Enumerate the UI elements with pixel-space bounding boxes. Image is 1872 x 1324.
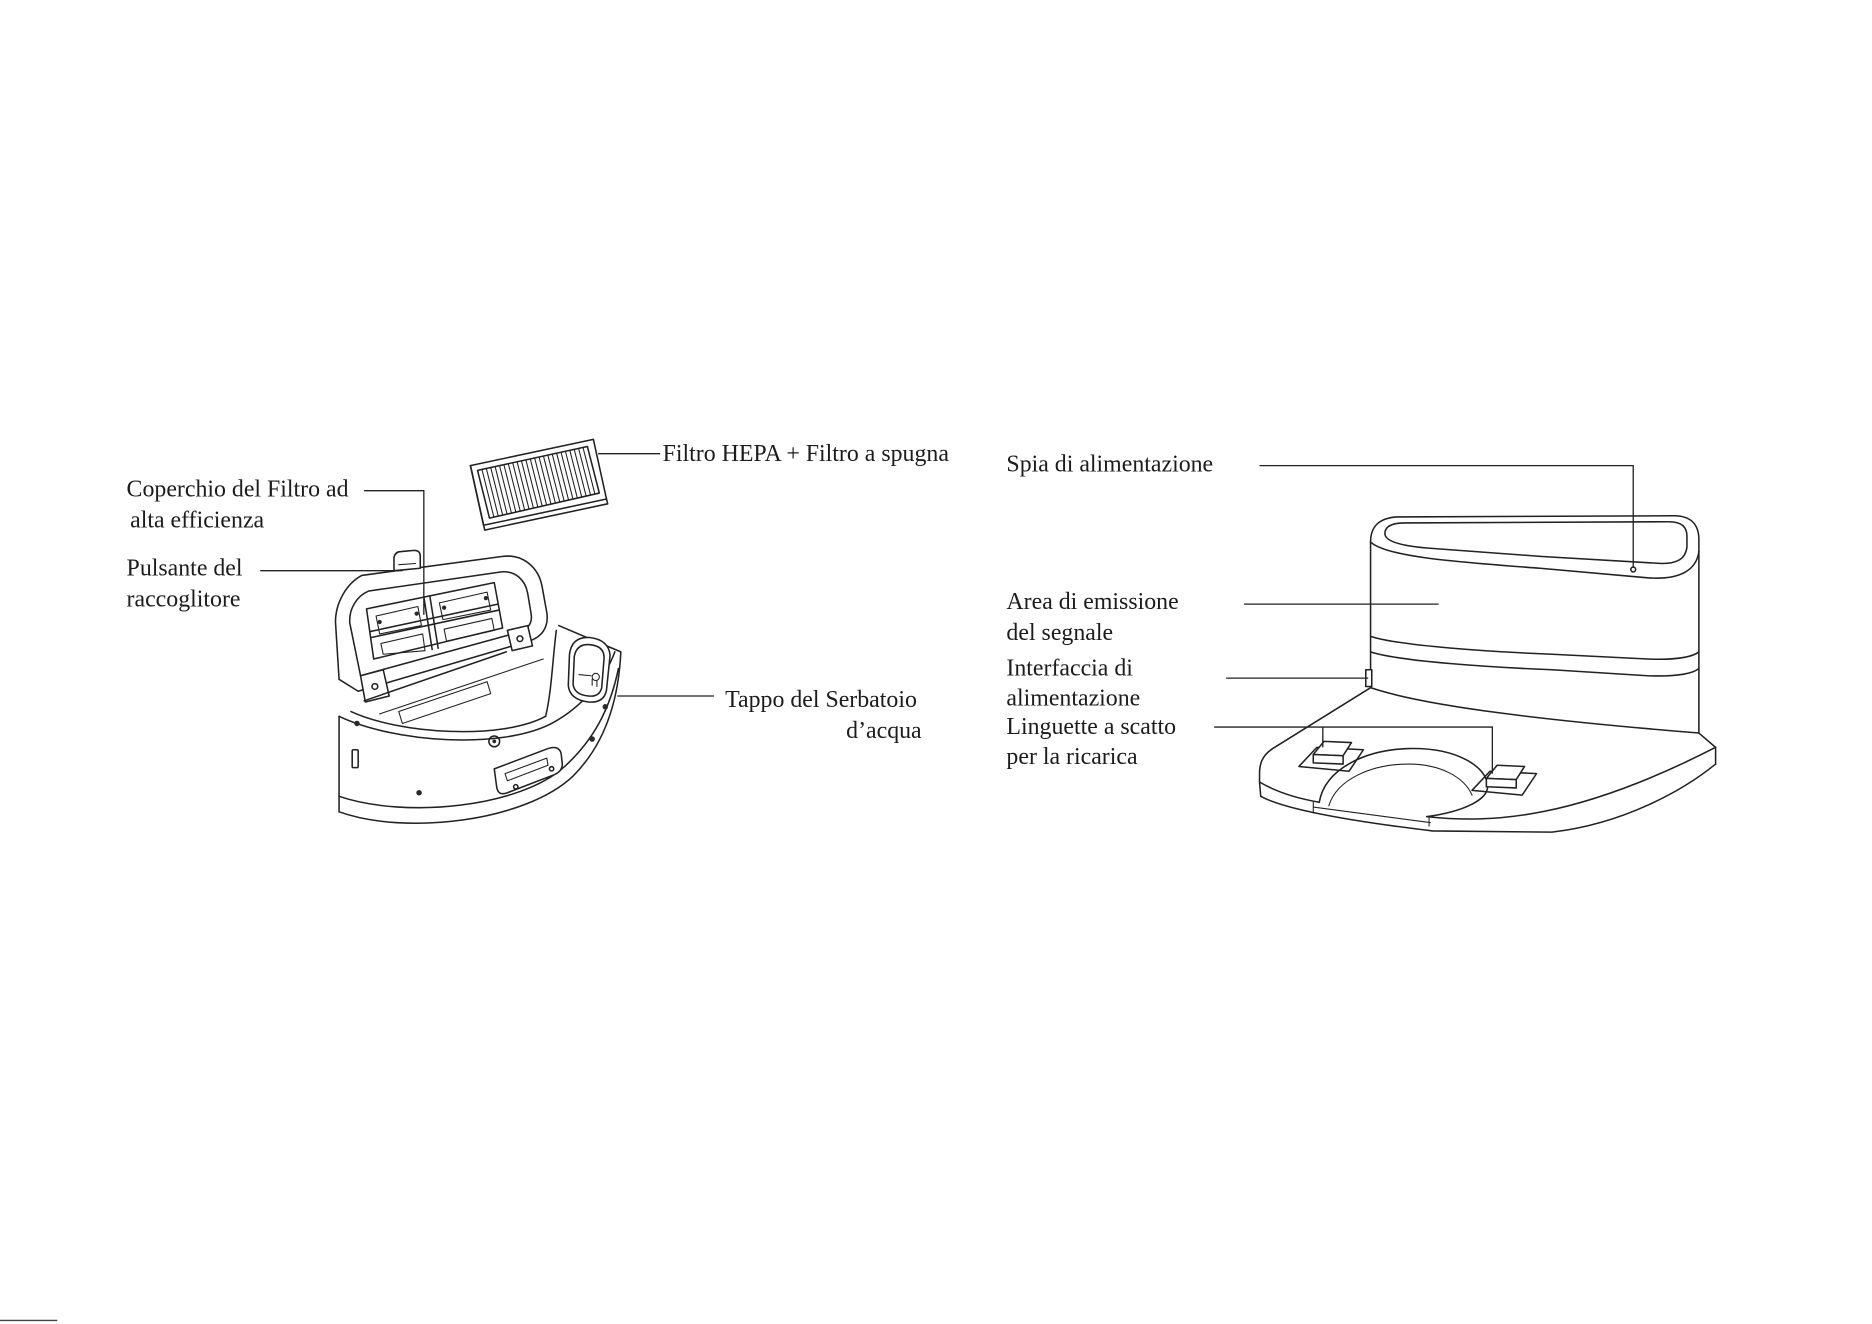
label-power-interface-line1: Interfaccia di [1006, 656, 1133, 682]
dock-base-left-thickness [1260, 782, 1261, 796]
label-signal-area-line2: del segnale [1006, 620, 1113, 646]
power-indicator-light [1631, 567, 1636, 572]
label-power-interface-line2: alimentazione [1006, 686, 1140, 712]
label-bin-button-line1: Pulsante del [127, 555, 243, 581]
label-signal-area-line1: Area di emissione [1006, 589, 1178, 615]
screw [603, 704, 608, 709]
label-power-indicator: Spia di alimentazione [1006, 452, 1213, 478]
hepa-filter-frame [470, 439, 606, 525]
leader-line-charging-contacts [1214, 727, 1492, 774]
label-water-tank-cap-line1: Tappo del Serbatoio [725, 687, 917, 713]
dock-recess-edge [1319, 749, 1487, 817]
dustbin-side-marker [352, 750, 358, 768]
lid-clip [378, 620, 382, 624]
water-tank-top-edge [546, 630, 557, 716]
charging-contact-left-top [1313, 741, 1351, 755]
label-charging-contacts-line1: Linguette a scatto [1006, 714, 1176, 740]
dock-signal-band-top [1371, 636, 1699, 659]
label-filter-cover-line1: Coperchio del Filtro ad [127, 477, 349, 503]
lid-clip [484, 596, 488, 600]
dustbin-latch-knob-center [492, 739, 496, 743]
hepa-filter-drawing [470, 439, 607, 530]
charging-contact-left-front [1313, 755, 1343, 765]
dock-base-top-front-right [1427, 747, 1716, 819]
label-hepa-filter: Filtro HEPA + Filtro a spugna [663, 441, 950, 467]
dock-tower-base-junction [1371, 688, 1699, 733]
lid-outer-frame [335, 556, 547, 691]
dock-signal-band-bottom [1371, 652, 1699, 676]
dock-base-top-left-edge [1260, 688, 1371, 803]
bin-release-button-tab [394, 550, 420, 570]
lid-clip [415, 611, 419, 615]
lid-clip [442, 606, 446, 610]
screw [354, 721, 359, 726]
lid-hinge-right [507, 626, 532, 651]
screw [416, 790, 421, 795]
charging-contact-right-front [1486, 778, 1516, 788]
labels-right-figure: Spia di alimentazione Area di emissione … [1006, 452, 1213, 770]
screw [589, 736, 594, 741]
charging-dock-drawing [1260, 516, 1716, 832]
label-charging-contacts-line2: per la ricarica [1006, 744, 1138, 770]
filter-cover-lid-drawing [335, 550, 547, 702]
dustbin-rim-inner [351, 712, 546, 732]
label-bin-button-line2: raccoglitore [127, 586, 241, 612]
label-water-tank-cap-line2: d’acqua [846, 718, 922, 744]
label-filter-cover-line2: alta efficienza [130, 508, 264, 534]
dock-tower-top-rim [1385, 522, 1687, 564]
